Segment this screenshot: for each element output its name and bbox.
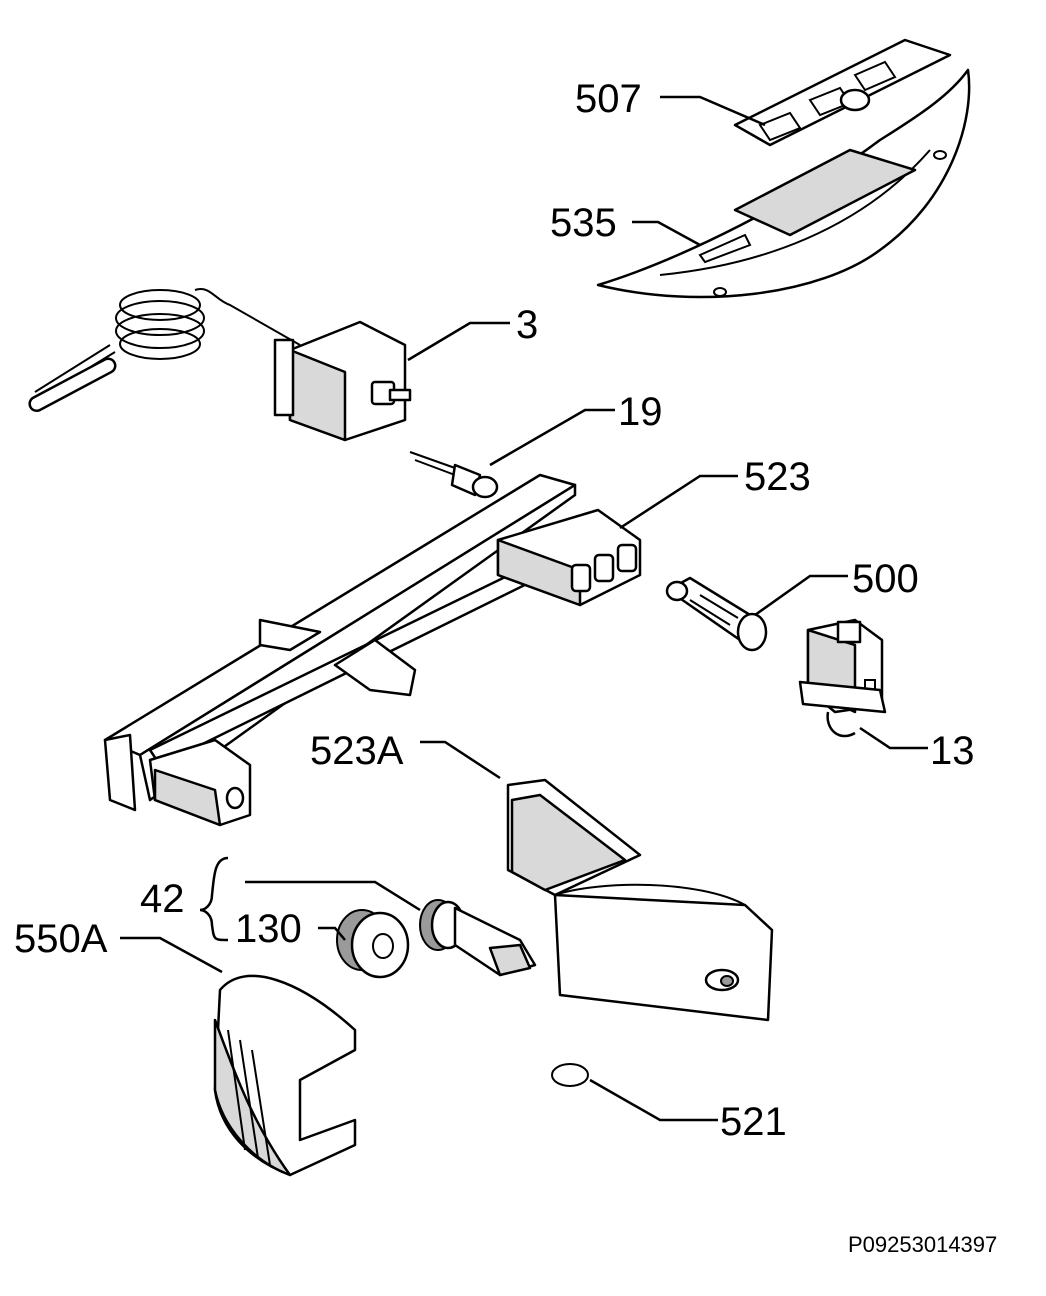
part-3-thermostat (28, 288, 412, 442)
label-3: 3 (516, 303, 538, 347)
part-19-bulb (409, 451, 499, 499)
label-507: 507 (575, 77, 642, 121)
part-labels: 507 535 3 19 523 500 13 523A 42 130 550A… (14, 77, 975, 1144)
part-523a-housing (506, 778, 774, 1022)
label-19: 19 (618, 390, 663, 434)
part-42-shaft-adapter (419, 899, 537, 977)
label-521: 521 (720, 1100, 787, 1144)
label-535: 535 (550, 201, 617, 245)
part-500-socket (665, 576, 768, 652)
label-550a: 550A (14, 917, 108, 961)
label-13: 13 (930, 729, 975, 773)
label-130: 130 (235, 907, 302, 951)
label-500: 500 (852, 557, 919, 601)
part-550a-knob (213, 974, 357, 1177)
leader-lines (120, 95, 928, 1122)
part-521-o-ring (551, 1063, 589, 1087)
label-523a: 523A (310, 729, 404, 773)
part-535-curved-cover (596, 68, 971, 299)
part-13-switch (798, 618, 887, 738)
drawing-code: P09253014397 (848, 1232, 997, 1257)
part-507-cover-strip (733, 38, 952, 147)
part-130-bushing (336, 909, 410, 979)
label-523: 523 (744, 455, 811, 499)
label-42: 42 (140, 877, 185, 921)
part-523-holder-frame (103, 473, 642, 827)
